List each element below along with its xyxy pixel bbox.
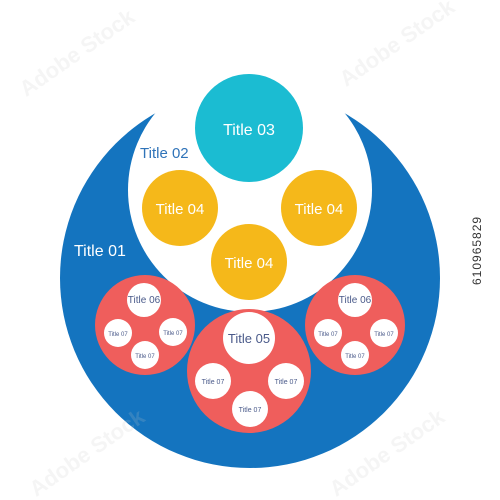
label-title-04-bottom: Title 04 xyxy=(225,255,274,272)
label-title-07-center-c: Title 07 xyxy=(239,407,262,414)
circle-title-03 xyxy=(195,74,303,182)
label-title-07-left-c: Title 07 xyxy=(135,354,155,360)
circle-title-05-label-bg xyxy=(223,312,275,364)
label-title-03: Title 03 xyxy=(223,122,275,139)
circle-title-07-left-a xyxy=(104,319,132,347)
label-title-07-left-b: Title 07 xyxy=(163,331,183,337)
circle-title-07-right-a xyxy=(314,319,342,347)
label-title-07-right-c: Title 07 xyxy=(345,354,365,360)
label-title-01: Title 01 xyxy=(74,243,126,260)
circle-title-07-left-b xyxy=(159,318,187,346)
label-title-07-center-a: Title 07 xyxy=(202,379,225,386)
circle-title-07-right-c xyxy=(341,341,369,369)
stock-id-strip xyxy=(468,0,498,500)
label-title-07-left-a: Title 07 xyxy=(108,332,128,338)
stock-id: 610965829 xyxy=(470,215,484,285)
label-title-06-right: Title 06 xyxy=(339,295,372,306)
circle-title-07-center-a xyxy=(195,363,231,399)
circle-title-06-left-label-bg xyxy=(127,283,161,317)
label-title-07-right-a: Title 07 xyxy=(318,332,338,338)
label-title-06-left: Title 06 xyxy=(128,295,161,306)
circle-title-04-left xyxy=(142,170,218,246)
label-title-05: Title 05 xyxy=(228,331,270,346)
label-title-04-right: Title 04 xyxy=(295,201,344,218)
label-title-04-left: Title 04 xyxy=(156,201,205,218)
circle-title-04-right xyxy=(281,170,357,246)
circle-title-06-right-label-bg xyxy=(338,283,372,317)
circle-title-04-bottom xyxy=(211,224,287,300)
label-title-02: Title 02 xyxy=(140,145,189,162)
label-title-07-right-b: Title 07 xyxy=(374,332,394,338)
circle-title-06-left xyxy=(95,275,195,375)
circle-title-07-right-b xyxy=(370,319,398,347)
circle-title-07-center-b xyxy=(268,363,304,399)
circle-title-05 xyxy=(187,309,311,433)
circle-title-07-left-c xyxy=(131,341,159,369)
circle-title-07-center-c xyxy=(232,391,268,427)
circle-title-06-right xyxy=(305,275,405,375)
label-title-07-center-b: Title 07 xyxy=(275,379,298,386)
inner-circle-title-02 xyxy=(128,68,372,312)
